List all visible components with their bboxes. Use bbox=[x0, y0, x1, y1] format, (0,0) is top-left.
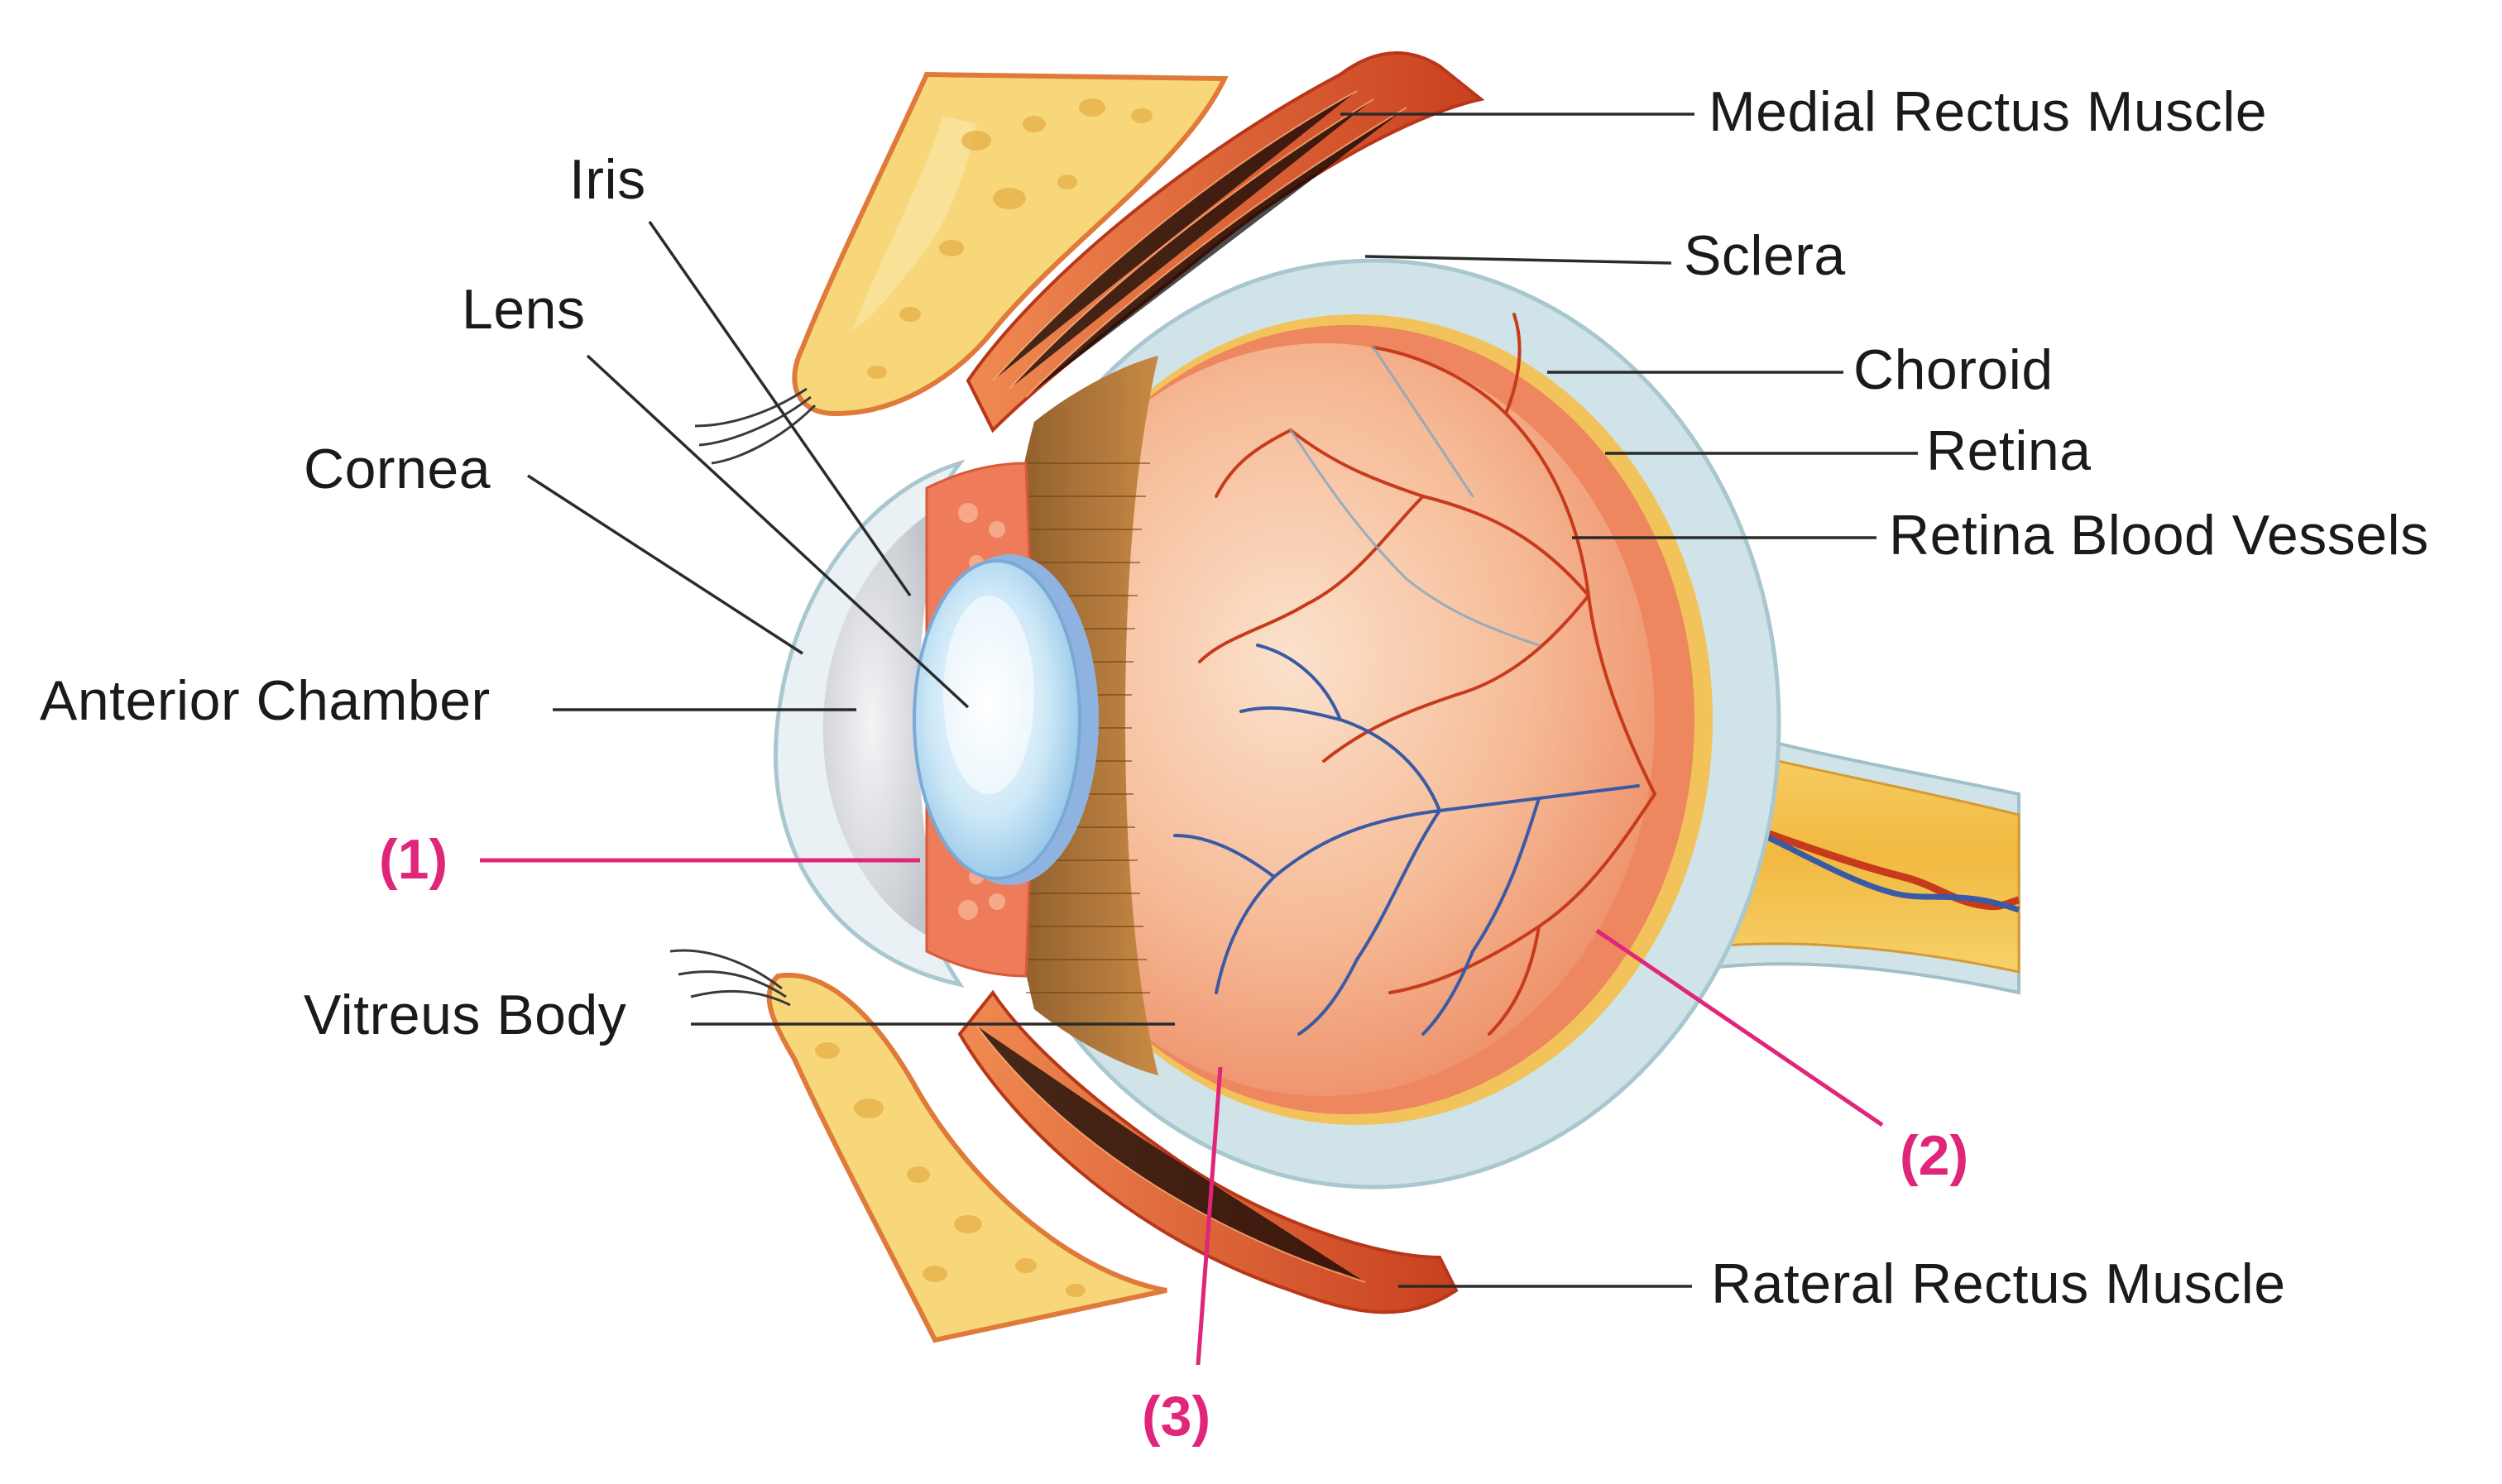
marker-2: (2) bbox=[1900, 1124, 1968, 1187]
anterior-chamber bbox=[822, 505, 943, 943]
label-iris: Iris bbox=[569, 148, 646, 211]
vitreus-body bbox=[993, 343, 1655, 1096]
label-rateral-rectus-muscle: Rateral Rectus Muscle bbox=[1711, 1252, 2286, 1315]
retina-blood-vessels bbox=[1173, 313, 1656, 1036]
leader-marker-2 bbox=[1595, 928, 1884, 1127]
medial-rectus-muscle bbox=[966, 51, 1485, 433]
label-retina: Retina bbox=[1926, 419, 2092, 482]
leader-sclera bbox=[1364, 255, 1672, 265]
label-choroid: Choroid bbox=[1853, 338, 2054, 401]
leader-marker-3 bbox=[1196, 1066, 1223, 1366]
label-retina-blood-vessels: Retina Blood Vessels bbox=[1889, 504, 2429, 567]
leader-lens bbox=[586, 354, 970, 709]
label-cornea: Cornea bbox=[304, 438, 491, 500]
lower-bone bbox=[669, 949, 1167, 1343]
labels: Medial Rectus Muscle Sclera Choroid Reti… bbox=[40, 80, 2429, 1448]
label-anterior-chamber: Anterior Chamber bbox=[40, 669, 491, 732]
marker-1: (1) bbox=[379, 828, 448, 891]
leader-cornea bbox=[527, 474, 803, 655]
label-lens: Lens bbox=[462, 278, 585, 341]
leader-lines bbox=[480, 112, 1918, 1366]
leader-iris bbox=[648, 220, 912, 597]
label-medial-rectus-muscle: Medial Rectus Muscle bbox=[1709, 80, 2267, 143]
upper-bone bbox=[694, 71, 1229, 465]
label-vitreus-body: Vitreus Body bbox=[304, 984, 626, 1046]
label-sclera: Sclera bbox=[1684, 224, 1846, 287]
marker-3: (3) bbox=[1142, 1385, 1210, 1448]
lens bbox=[913, 554, 1099, 885]
